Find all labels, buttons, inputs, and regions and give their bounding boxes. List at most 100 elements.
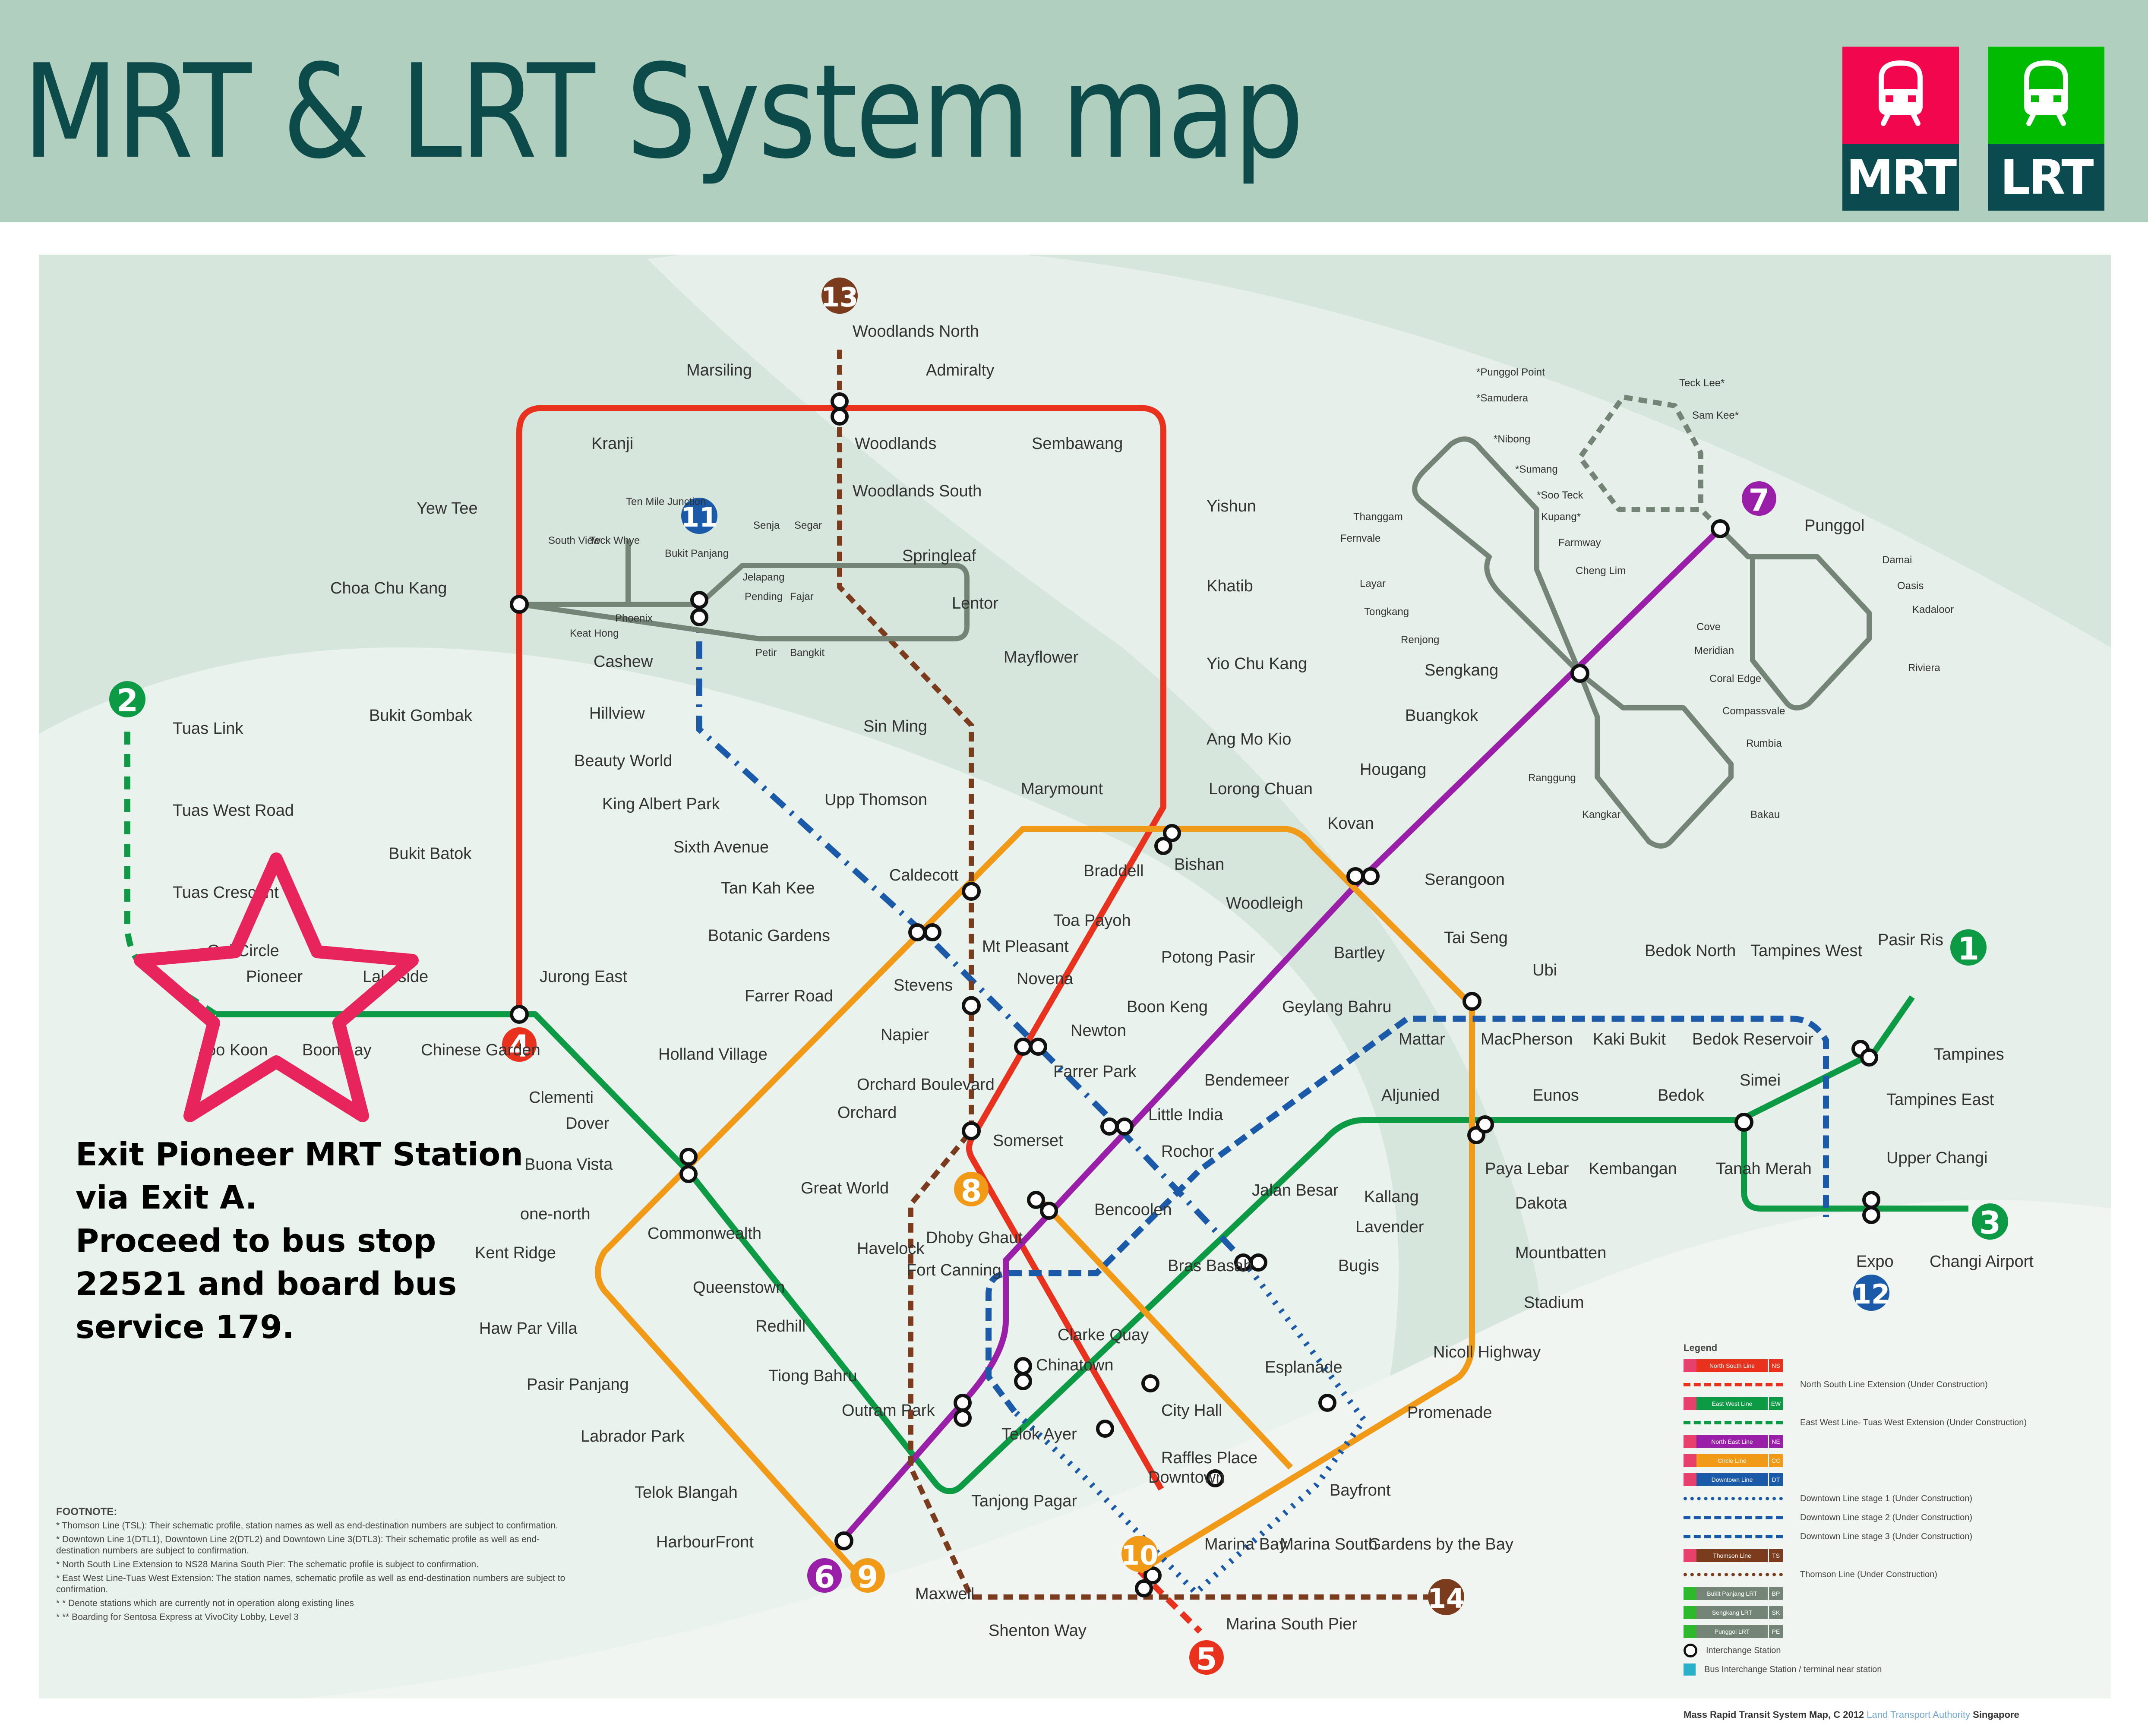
- svg-text:8: 8: [961, 1173, 982, 1209]
- station-farrer-park: Farrer Park: [1053, 1063, 1137, 1081]
- station-teck-lee: Teck Lee*: [1679, 377, 1725, 389]
- station-jelapang: Jelapang: [742, 571, 784, 583]
- station-hillview: Hillview: [589, 704, 645, 723]
- station-orchard-boulevard: Orchard Boulevard: [857, 1076, 995, 1094]
- terminus-badges: 1 2 3 4 5 6 7 8 9 10 11 12 13 14: [109, 278, 2008, 1677]
- station-buona-vista: Buona Vista: [524, 1155, 613, 1174]
- svg-text:3: 3: [1979, 1205, 2001, 1241]
- station-dakota: Dakota: [1515, 1194, 1567, 1212]
- station-simei: Simei: [1740, 1071, 1781, 1089]
- lrt-logo-label: LRT: [1988, 144, 2104, 211]
- train-icon: [1684, 1359, 1696, 1372]
- station-havelock: Havelock: [857, 1240, 925, 1258]
- terminus-badge-2: 2: [109, 681, 145, 719]
- station-teck-whye: Teck Whye: [589, 535, 640, 546]
- station-potong-pasir: Potong Pasir: [1161, 948, 1255, 966]
- svg-text:1: 1: [1958, 931, 1979, 967]
- station-kallang: Kallang: [1364, 1188, 1419, 1206]
- station-renjong: Renjong: [1401, 634, 1439, 646]
- station-hougang: Hougang: [1360, 761, 1426, 779]
- station-redhill: Redhill: [755, 1317, 806, 1335]
- map-canvas: 1 2 3 4 5 6 7 8 9 10 11 12 13 14 Tuas Li…: [39, 255, 2111, 1698]
- legend-item: Thomson Line (Under Construction): [1684, 1567, 2098, 1582]
- terminus-badge-11: 11: [681, 498, 718, 534]
- station-tampines-east: Tampines East: [1886, 1091, 1994, 1109]
- station-tampines: Tampines: [1934, 1045, 2004, 1064]
- instruction-line: service 179.: [76, 1309, 294, 1346]
- legend-item: Bus Interchange Station / terminal near …: [1684, 1662, 2098, 1677]
- station-sembawang: Sembawang: [1032, 435, 1123, 453]
- terminus-badge-3: 3: [1972, 1203, 2008, 1241]
- station-tanah-merah: Tanah Merah: [1716, 1160, 1812, 1178]
- svg-text:9: 9: [857, 1559, 878, 1595]
- interchange-icon: [1684, 1644, 1697, 1657]
- station-pending: Pending: [745, 591, 783, 603]
- station-fernvale: Fernvale: [1340, 533, 1380, 544]
- station-upp-thomson: Upp Thomson: [824, 791, 927, 809]
- terminus-badge-14: 14: [1428, 1579, 1465, 1615]
- instruction-line: Exit Pioneer MRT Station: [76, 1136, 523, 1173]
- station-springleaf: Springleaf: [902, 547, 976, 565]
- downtown-line: [696, 604, 1829, 1597]
- station-city-hall: City Hall: [1161, 1401, 1222, 1420]
- station-petir: Petir: [755, 647, 777, 659]
- station-little-india: Little India: [1148, 1106, 1223, 1124]
- station-rochor: Rochor: [1161, 1143, 1214, 1161]
- station-tanjong-pagar: Tanjong Pagar: [971, 1492, 1077, 1510]
- station-stevens: Stevens: [894, 976, 953, 994]
- terminus-badge-5: 5: [1189, 1640, 1224, 1677]
- legend-item: North South Line Extension (Under Constr…: [1684, 1377, 2098, 1392]
- station-serangoon: Serangoon: [1425, 871, 1505, 889]
- station-mayflower: Mayflower: [1004, 648, 1078, 666]
- station-marsiling: Marsiling: [686, 361, 752, 379]
- legend-item: Interchange Station: [1684, 1643, 2098, 1658]
- station-cove: Cove: [1696, 621, 1721, 633]
- footnote-item: * Thomson Line (TSL): Their schematic pr…: [56, 1521, 558, 1531]
- svg-text:13: 13: [821, 281, 858, 313]
- station-cheng-lim: Cheng Lim: [1576, 565, 1626, 577]
- station-marymount: Marymount: [1021, 780, 1103, 798]
- station-choa-chu-kang: Choa Chu Kang: [330, 579, 447, 597]
- station-chinatown: Chinatown: [1036, 1356, 1114, 1374]
- route-instructions: Exit Pioneer MRT Station via Exit A. Pro…: [76, 1133, 550, 1349]
- station-yio-chu-kang: Yio Chu Kang: [1207, 655, 1307, 673]
- station-kranji: Kranji: [591, 435, 633, 453]
- station-sengkang: Sengkang: [1425, 661, 1498, 679]
- station-phoenix: Phoenix: [615, 612, 653, 624]
- terminus-badge-6: 6: [807, 1558, 842, 1595]
- station-macpherson: MacPherson: [1481, 1030, 1573, 1048]
- station-bangkit: Bangkit: [790, 647, 824, 659]
- train-icon: [1988, 47, 2104, 144]
- station-bedok-reservoir: Bedok Reservoir: [1692, 1030, 1813, 1048]
- interchange-markers: [510, 392, 1880, 1597]
- station-woodlands: Woodlands: [855, 435, 936, 453]
- lta-logo: Land Transport Authority: [1867, 1709, 1970, 1720]
- highlight-star-icon: [134, 852, 419, 1122]
- station-one-north: one-north: [520, 1205, 591, 1223]
- station-rumbia: Rumbia: [1746, 738, 1782, 749]
- station-eunos: Eunos: [1532, 1086, 1579, 1105]
- legend-item: Downtown Line stage 1 (Under Constructio…: [1684, 1491, 2098, 1506]
- station-pasir-ris: Pasir Ris: [1878, 931, 1943, 949]
- station-lorong-chuan: Lorong Chuan: [1209, 780, 1313, 798]
- station-labrador-park: Labrador Park: [581, 1427, 685, 1446]
- station-bendemeer: Bendemeer: [1204, 1071, 1289, 1089]
- station-mt-pleasant: Mt Pleasant: [982, 937, 1069, 956]
- svg-text:2: 2: [117, 682, 138, 719]
- footnote-item: * East West Line-Tuas West Extension: Th…: [56, 1573, 565, 1594]
- terminus-badge-1: 1: [1950, 929, 1987, 967]
- station-caldecott: Caldecott: [889, 866, 959, 884]
- station-kaki-bukit: Kaki Bukit: [1593, 1030, 1666, 1048]
- footnote: FOOTNOTE: * Thomson Line (TSL): Their sc…: [56, 1506, 574, 1626]
- station-dhoby-ghaut: Dhoby Ghaut: [926, 1229, 1023, 1247]
- station-punggol: Punggol: [1804, 517, 1864, 535]
- station-jalan-besar: Jalan Besar: [1252, 1181, 1339, 1199]
- svg-text:5: 5: [1196, 1641, 1217, 1677]
- bus-icon: [1684, 1663, 1696, 1676]
- svg-text:7: 7: [1749, 483, 1770, 518]
- terminus-badge-12: 12: [1853, 1275, 1890, 1311]
